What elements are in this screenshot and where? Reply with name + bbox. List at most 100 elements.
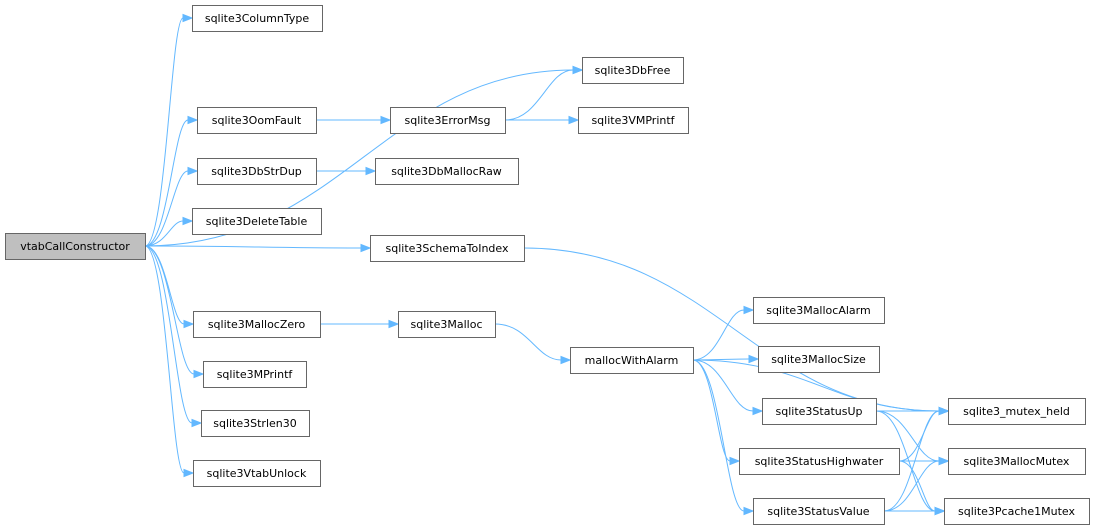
node-label: vtabCallConstructor [20, 240, 130, 253]
node-box [5, 233, 146, 260]
node-box [203, 361, 307, 388]
edge-line [144, 245, 185, 325]
edge-line [692, 359, 731, 462]
node-sqlite3-mutex-held[interactable]: sqlite3_mutex_held [948, 398, 1086, 425]
node-sqlite3-malloc-size[interactable]: sqlite3MallocSize [758, 346, 880, 373]
edge-vtab-call-constructor-to-sqlite3-vtab-unlock [144, 245, 195, 478]
node-sqlite3-pcache1-mutex[interactable]: sqlite3Pcache1Mutex [944, 498, 1090, 525]
node-label: sqlite3Malloc [410, 318, 482, 331]
node-box [370, 235, 525, 262]
node-label: sqlite3MPrintf [217, 368, 294, 381]
node-box [758, 346, 880, 373]
node-box [948, 398, 1086, 425]
edge-arrowhead [380, 115, 392, 125]
node-sqlite3-error-msg[interactable]: sqlite3ErrorMsg [390, 107, 506, 134]
node-box [762, 398, 877, 425]
node-sqlite3-oom-fault[interactable]: sqlite3OomFault [197, 107, 317, 134]
node-sqlite3-db-free[interactable]: sqlite3DbFree [582, 57, 684, 84]
node-label: sqlite3MallocSize [771, 353, 866, 366]
node-label: sqlite3ErrorMsg [405, 114, 491, 127]
edge-sqlite3-status-value-to-sqlite3-mutex-held [883, 406, 950, 512]
edge-line [144, 17, 184, 247]
node-sqlite3-mprintf[interactable]: sqlite3MPrintf [203, 361, 307, 388]
edge-vtab-call-constructor-to-sqlite3-mprintf [144, 245, 205, 379]
node-label: sqlite3Pcache1Mutex [958, 505, 1075, 518]
edge-sqlite3-error-msg-to-sqlite3-db-free [504, 65, 584, 121]
edge-line [494, 323, 562, 361]
node-box [192, 5, 323, 32]
node-sqlite3-schema-to-index[interactable]: sqlite3SchemaToIndex [370, 235, 525, 262]
edge-line [898, 460, 936, 512]
node-sqlite3-column-type[interactable]: sqlite3ColumnType [192, 5, 323, 32]
node-label: sqlite3OomFault [212, 114, 302, 127]
edge-line [523, 247, 940, 412]
node-label: sqlite3StatusHighwater [755, 455, 884, 468]
node-label: mallocWithAlarm [585, 354, 679, 367]
edge-arrowhead [938, 406, 950, 416]
edge-malloc-with-alarm-to-sqlite3-status-up [692, 359, 764, 416]
node-box [948, 448, 1086, 475]
node-box [193, 460, 321, 487]
node-sqlite3-malloc-zero[interactable]: sqlite3MallocZero [193, 311, 321, 338]
node-label: sqlite3DbMallocRaw [391, 165, 502, 178]
node-malloc-with-alarm[interactable]: mallocWithAlarm [570, 347, 694, 374]
node-box [753, 297, 885, 324]
edge-sqlite3-status-value-to-sqlite3-malloc-mutex [883, 456, 950, 512]
node-box [197, 158, 317, 185]
edge-line [883, 460, 940, 512]
call-graph-nodes: vtabCallConstructor sqlite3ColumnType sqli… [5, 5, 1090, 525]
node-sqlite3-malloc-mutex[interactable]: sqlite3MallocMutex [948, 448, 1086, 475]
edge-sqlite3-db-str-dup-to-sqlite3-db-malloc-raw [315, 166, 377, 176]
edge-arrowhead [191, 418, 203, 428]
edge-line [144, 245, 195, 375]
node-label: sqlite3ColumnType [205, 12, 310, 25]
edge-vtab-call-constructor-to-sqlite3-oom-fault [144, 115, 199, 247]
call-graph-edges [144, 13, 950, 516]
edge-line [692, 309, 745, 361]
edge-line [692, 359, 745, 512]
edge-line [144, 119, 189, 247]
edge-arrowhead [560, 355, 572, 365]
node-label: sqlite3StatusValue [767, 505, 869, 518]
edge-arrowhead [388, 319, 400, 329]
node-label: sqlite3_mutex_held [963, 405, 1070, 418]
node-sqlite3-status-highwater[interactable]: sqlite3StatusHighwater [739, 448, 900, 475]
node-sqlite3-status-value[interactable]: sqlite3StatusValue [753, 498, 885, 525]
node-vtab-call-constructor[interactable]: vtabCallConstructor [5, 233, 146, 260]
edge-arrowhead [182, 13, 194, 23]
edge-arrowhead [365, 166, 377, 176]
node-sqlite3-malloc-alarm[interactable]: sqlite3MallocAlarm [753, 297, 885, 324]
node-sqlite3-delete-table[interactable]: sqlite3DeleteTable [192, 208, 322, 235]
node-sqlite3-status-up[interactable]: sqlite3StatusUp [762, 398, 877, 425]
node-label: sqlite3MallocMutex [964, 455, 1070, 468]
node-sqlite3-strlen30[interactable]: sqlite3Strlen30 [201, 410, 310, 437]
edge-arrowhead [729, 456, 741, 466]
edge-vtab-call-constructor-to-sqlite3-delete-table [144, 216, 194, 247]
edge-malloc-with-alarm-to-sqlite3-malloc-size [692, 354, 760, 364]
edge-arrowhead [187, 166, 199, 176]
node-label: sqlite3VMPrintf [591, 114, 675, 127]
node-sqlite3-malloc[interactable]: sqlite3Malloc [398, 311, 496, 338]
edge-line [692, 359, 940, 412]
edge-line [144, 245, 193, 424]
node-box [739, 448, 900, 475]
edge-arrowhead [187, 115, 199, 125]
edge-malloc-with-alarm-to-sqlite3-malloc-alarm [692, 305, 755, 361]
edge-malloc-with-alarm-to-sqlite3-status-highwater [692, 359, 741, 466]
node-label: sqlite3Strlen30 [213, 417, 297, 430]
edge-arrowhead [568, 115, 580, 125]
node-sqlite3-vtab-unlock[interactable]: sqlite3VtabUnlock [193, 460, 321, 487]
edge-arrowhead [183, 468, 195, 478]
node-sqlite3-vmprintf[interactable]: sqlite3VMPrintf [578, 107, 689, 134]
node-box [753, 498, 885, 525]
edge-line [504, 69, 574, 121]
edge-sqlite3-status-value-to-sqlite3-pcache1-mutex [884, 506, 946, 516]
node-box [398, 311, 496, 338]
node-sqlite3-db-malloc-raw[interactable]: sqlite3DbMallocRaw [375, 158, 519, 185]
node-label: sqlite3StatusUp [776, 405, 863, 418]
edge-arrowhead [360, 243, 372, 253]
node-box [192, 208, 322, 235]
node-box [390, 107, 506, 134]
node-sqlite3-db-str-dup[interactable]: sqlite3DbStrDup [197, 158, 317, 185]
